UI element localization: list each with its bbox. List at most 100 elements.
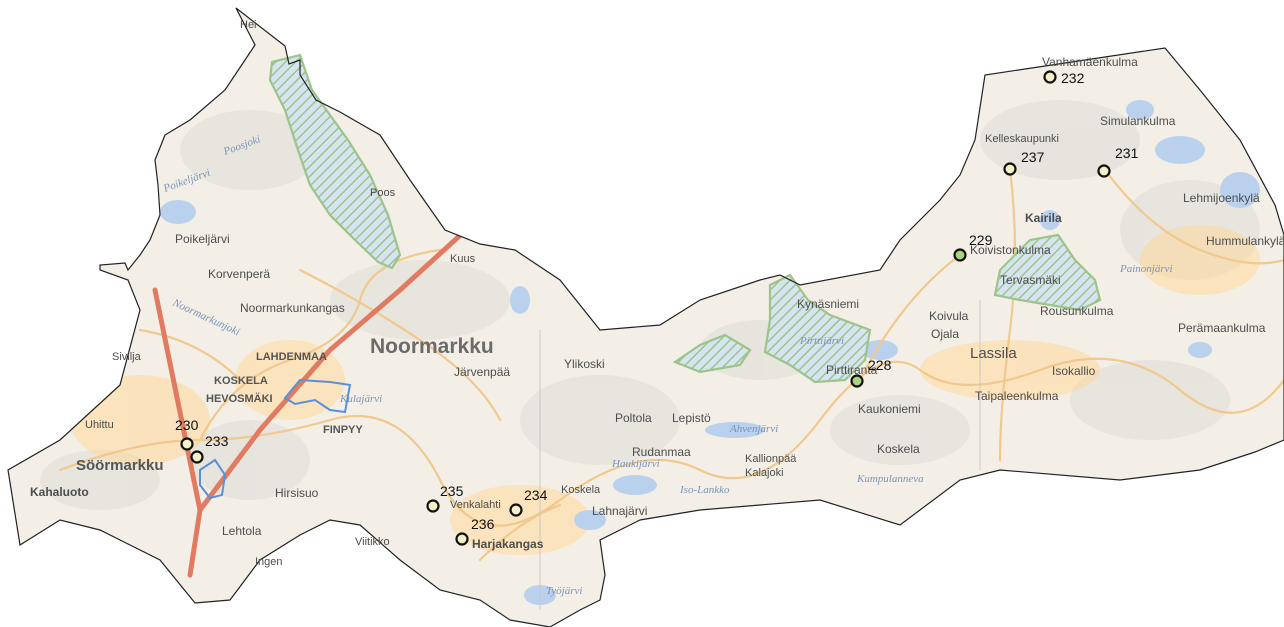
label-uhittu: Uhittu [85,419,114,431]
minor-roads [58,168,1284,562]
site-label: 231 [1115,145,1139,161]
site-label: 233 [205,433,229,449]
site-marker-234[interactable]: 234 [509,487,548,517]
label-pirttiranta: Pirttiranta [826,363,878,377]
site-marker-circle[interactable] [426,499,440,513]
label-isokallio: Isokallio [1052,364,1096,378]
conservation-area-east [993,233,1102,312]
site-label: 229 [969,232,993,248]
site-marker-circle[interactable] [180,437,194,451]
label-peramaankulma: Perämaankulma [1178,321,1266,335]
site-label: 232 [1061,70,1085,86]
site-marker-233[interactable]: 233 [190,433,229,464]
label-kuus: Kuus [450,253,476,265]
site-marker-235[interactable]: 235 [426,483,464,513]
site-marker-circle[interactable] [850,374,864,388]
label-vanhamaenkulma: Vanhamäenkulma [1042,55,1138,69]
site-label: 234 [524,487,548,503]
label-lehtola: Lehtola [222,524,262,538]
label-finpyy: FINPYY [323,424,363,436]
label-rudanmaa: Rudanmaa [632,445,691,459]
water-bodies [160,100,1260,605]
site-marker-229[interactable]: 229 [953,232,993,262]
label-lehmijoenkyla: Lehmijoenkylä [1183,191,1260,205]
label-pirttijarvi: Pirttijärvi [799,335,844,347]
label-simulankulma: Simulankulma [1100,114,1176,128]
label-lassila: Lassila [970,345,1017,362]
label-venkalahti: Venkalahti [450,499,501,511]
site-label: 230 [175,417,199,433]
label-ylikoski: Ylikoski [564,357,605,371]
label-hevosmaki: HEVOSMÄKI [206,392,273,405]
site-marker-circle[interactable] [1097,164,1111,178]
municipality-boundary [7,7,1284,627]
study-area-soormarkku [199,458,227,500]
label-tervasmaki: Tervasmäki [1000,273,1061,287]
label-hei: Hei [240,19,257,31]
label-koivistonkulma: Koivistonkulma [970,243,1051,257]
site-marker-228[interactable]: 228 [850,357,892,388]
label-koskela-low: Koskela [561,484,601,496]
label-painonjarvi: Painonjärvi [1119,263,1173,275]
conservation-area-center [763,273,872,384]
district-lines [539,300,981,610]
label-kalajoki: Kalajoki [745,467,784,479]
label-ahvenjarvi: Ahvenjärvi [729,423,778,435]
label-rousunkulma: Rousunkulma [1040,304,1114,318]
label-ingen: Ingen [255,556,283,568]
label-koivula: Koivula [929,309,969,323]
study-area-finpyy [283,378,352,414]
label-soormarkku: Söörmarkku [76,457,164,474]
site-marker-236[interactable]: 236 [455,516,495,546]
conservation-areas [268,53,1102,384]
label-poikeljarvi: Poikeljärvi [175,232,230,246]
label-kairila: Kairila [1025,211,1062,225]
site-marker-circle[interactable] [1043,70,1057,84]
site-label: 236 [471,516,495,532]
label-kaukoniemi: Kaukoniemi [858,402,921,416]
label-hirsisuo: Hirsisuo [275,486,319,500]
site-label: 228 [868,357,892,373]
label-koskela-caps: KOSKELA [214,375,268,387]
label-koskela-east: Koskela [877,442,920,456]
label-sivilja: Sivilja [112,351,142,363]
site-marker-circle[interactable] [455,532,469,546]
site-marker-232[interactable]: 232 [1043,70,1085,86]
label-kumpulanneva: Kumpulanneva [856,473,924,485]
site-marker-circle[interactable] [509,503,523,517]
label-taipaleenkulma: Taipaleenkulma [975,389,1059,403]
site-marker-230[interactable]: 230 [175,417,199,451]
site-label: 237 [1021,149,1045,165]
label-kulajarvi: Kulajärvi [339,393,382,405]
conservation-area-strip [672,333,752,374]
site-marker-circle[interactable] [953,248,967,262]
site-label: 235 [440,483,464,499]
label-poos: Poos [370,187,396,199]
sites[interactable]: 230 233 235 234 236 228 229 237 [175,70,1139,546]
label-poltola: Poltola [615,411,652,425]
conservation-area-north [268,53,402,270]
label-kahaluoto: Kahaluoto [30,485,89,499]
main-roads [152,227,469,578]
label-tyojarvi: Työjärvi [546,585,582,597]
label-kelleskaupunki: Kelleskaupunki [985,133,1059,145]
label-hummulankyla: Hummulankylä [1206,234,1284,248]
label-iso-lankko: Iso-Lankko [679,484,730,496]
label-harjakangas: Harjakangas [472,537,544,551]
site-marker-circle[interactable] [1003,162,1017,176]
label-kynasniemi: Kynäsniemi [797,297,859,311]
label-lahdenmaa: LAHDENMAA [256,351,327,363]
study-areas [199,378,352,500]
place-labels: Hei Poikeljärvi Korvenperä Noormarkunkan… [30,19,1284,568]
site-marker-231[interactable]: 231 [1097,145,1139,178]
label-viitikko: Viitikko [355,536,390,548]
label-noormarkunkangas: Noormarkunkangas [240,301,345,315]
label-korvenpera: Korvenperä [208,267,270,281]
label-jarvenpaa: Järvenpää [454,365,510,379]
label-kallionpaa: Kallionpää [745,453,797,465]
label-lepisto: Lepistö [672,411,711,425]
site-marker-circle[interactable] [190,450,204,464]
label-lahnajarvi: Lahnajärvi [592,504,647,518]
site-marker-237[interactable]: 237 [1003,149,1045,176]
